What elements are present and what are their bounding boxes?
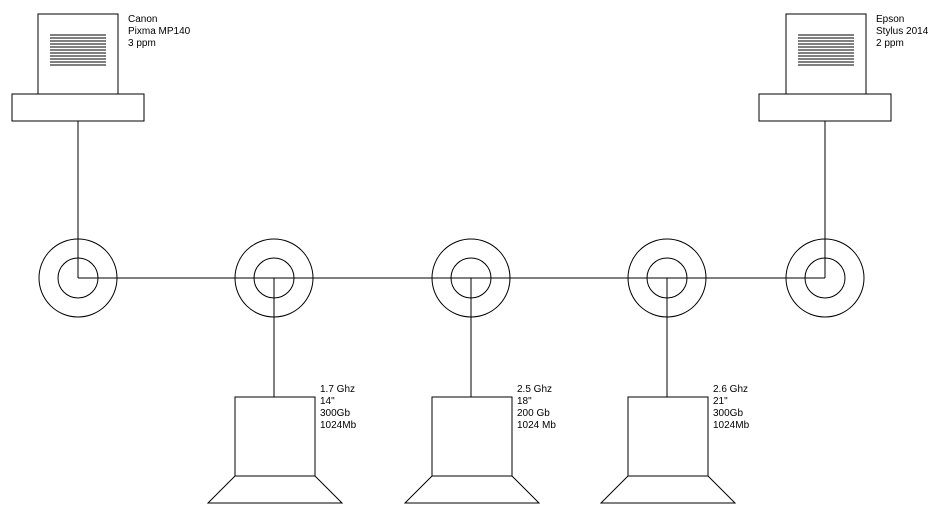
computer-2: 2.5 Ghz 18" 200 Gb 1024 Mb (403, 384, 556, 504)
printer-1: Canon Pixma MP140 3 ppm (11, 13, 191, 122)
printer-body (758, 93, 892, 122)
node-inner-ring (646, 257, 688, 299)
node-outer-ring (785, 238, 865, 318)
computer-disk-label: 300Gb (320, 408, 350, 419)
printer-icon (11, 13, 145, 122)
network-node-3 (431, 238, 511, 318)
printer-body (11, 93, 145, 122)
printer-model-label: Stylus 2014 (876, 26, 929, 37)
computer-keyboard (403, 475, 541, 504)
computer-keyboard (206, 475, 344, 504)
computer-ram-label: 1024Mb (713, 420, 750, 431)
computer-monitor-label: 14" (320, 396, 335, 407)
printer-paper (785, 13, 867, 95)
computer-keyboard (599, 475, 737, 504)
printer-speed-label: 3 ppm (128, 38, 156, 49)
network-node-5 (785, 238, 865, 318)
node-outer-ring (234, 238, 314, 318)
printer-paper-text-lines (50, 34, 106, 66)
computer-ram-label: 1024Mb (320, 420, 357, 431)
computer-icon (403, 396, 541, 504)
computer-3: 2.6 Ghz 21" 300Gb 1024Mb (599, 384, 750, 504)
computer-monitor (234, 396, 316, 477)
computer-monitor-label: 21" (713, 396, 728, 407)
computer-monitor-label: 18" (517, 396, 532, 407)
printer-model-label: Pixma MP140 (128, 26, 191, 37)
computer-monitor (431, 396, 513, 477)
printer-brand-label: Epson (876, 14, 904, 25)
node-outer-ring (38, 238, 118, 318)
printer-brand-label: Canon (128, 14, 157, 25)
computer-ram-label: 1024 Mb (517, 420, 556, 431)
network-node-1 (38, 238, 118, 318)
network-node-2 (234, 238, 314, 318)
computer-monitor (627, 396, 709, 477)
computer-cpu-label: 1.7 Ghz (320, 384, 355, 395)
node-outer-ring (627, 238, 707, 318)
printer-paper-text-lines (798, 34, 854, 66)
node-inner-ring (450, 257, 492, 299)
computer-icon (206, 396, 344, 504)
node-outer-ring (431, 238, 511, 318)
printer-paper (37, 13, 119, 95)
node-inner-ring (804, 257, 846, 299)
printer-icon (758, 13, 892, 122)
printer-2: Epson Stylus 2014 2 ppm (758, 13, 929, 122)
node-inner-ring (57, 257, 99, 299)
computer-cpu-label: 2.5 Ghz (517, 384, 552, 395)
computer-1: 1.7 Ghz 14" 300Gb 1024Mb (206, 384, 357, 504)
computer-disk-label: 200 Gb (517, 408, 550, 419)
printer-speed-label: 2 ppm (876, 38, 904, 49)
network-node-4 (627, 238, 707, 318)
computer-cpu-label: 2.6 Ghz (713, 384, 748, 395)
computer-icon (599, 396, 737, 504)
computer-disk-label: 300Gb (713, 408, 743, 419)
node-inner-ring (253, 257, 295, 299)
